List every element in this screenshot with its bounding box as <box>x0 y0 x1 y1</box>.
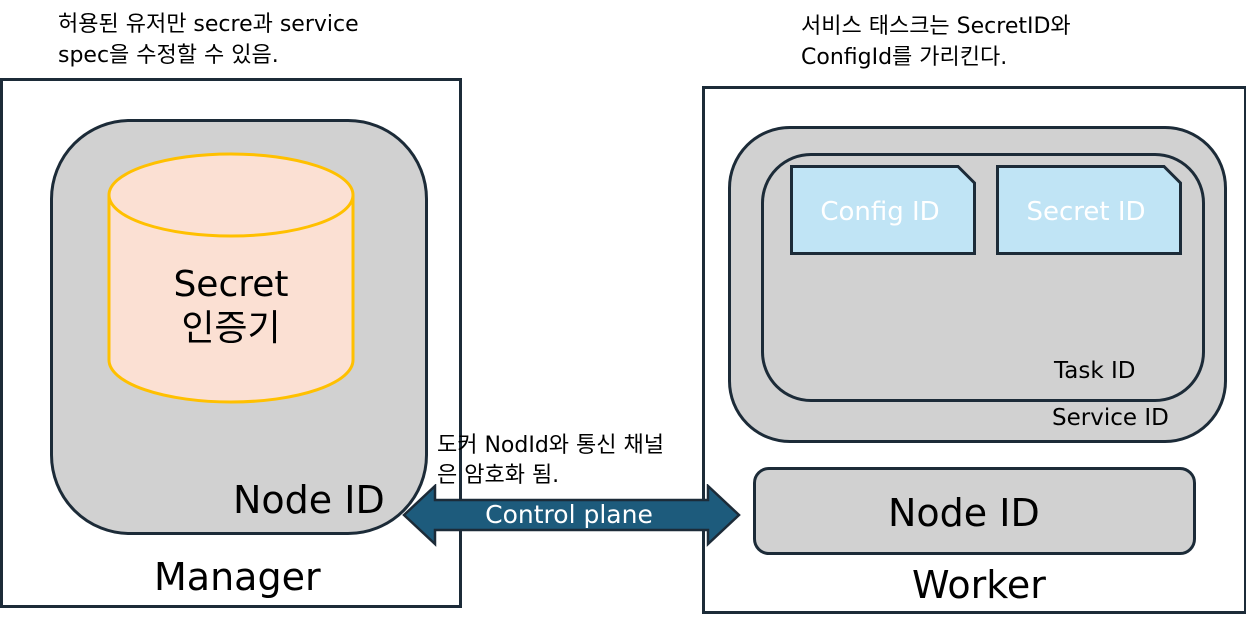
manager-node-id-label: Node ID <box>233 478 385 522</box>
control-plane-double-arrow-icon <box>402 484 741 547</box>
secret-store-label-line-1: Secret <box>173 264 289 305</box>
control-plane-label: Control plane <box>485 500 653 529</box>
config-id-label: Config ID <box>820 197 940 227</box>
worker-label: Worker <box>912 563 1046 607</box>
config-id-document-icon <box>790 165 976 255</box>
channel-note: 도커 NodId와 통신 채널 은 암호화 됨. <box>437 431 664 491</box>
secret-store-cylinder-icon <box>107 152 355 404</box>
manager-note: 허용된 유저만 secre과 service spec을 수정할 수 있음. <box>58 9 359 71</box>
secret-store-label-line-2: 인증기 <box>181 308 281 349</box>
service-id-label: Service ID <box>1052 405 1169 431</box>
secret-id-label: Secret ID <box>1026 197 1146 227</box>
worker-note: 서비스 태스크는 SecretID와 ConfigId를 가리킨다. <box>801 11 1071 73</box>
worker-node-box <box>753 467 1196 555</box>
channel-note-line-1: 도커 NodId와 통신 채널 <box>437 433 664 458</box>
manager-note-line-1: 허용된 유저만 secre과 service <box>58 12 359 37</box>
secret-id-document-icon <box>996 165 1182 255</box>
worker-note-line-1: 서비스 태스크는 SecretID와 <box>801 14 1071 39</box>
manager-label: Manager <box>154 555 321 599</box>
manager-note-line-2: spec을 수정할 수 있음. <box>58 43 279 68</box>
channel-note-line-2: 은 암호화 됨. <box>437 463 560 488</box>
task-id-label: Task ID <box>1054 358 1136 384</box>
worker-node-id-label: Node ID <box>888 491 1040 535</box>
worker-note-line-2: ConfigId를 가리킨다. <box>801 45 1008 70</box>
